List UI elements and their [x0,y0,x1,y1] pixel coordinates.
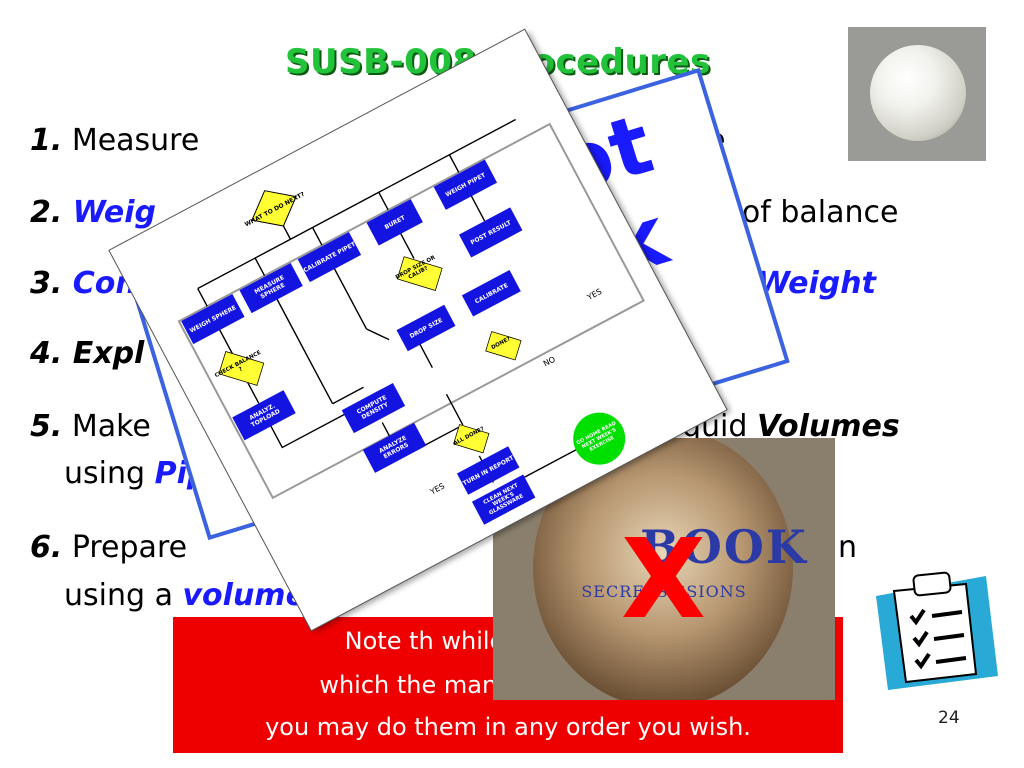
step-6: 6. Prepare n [30,530,857,565]
page-number: 24 [938,708,960,728]
step-6-continued: using a volume [64,578,306,613]
step-text: Measure [62,123,200,158]
step-number: 2. [30,195,63,230]
step-number: 1. [30,123,63,158]
step-5: 5. Make quid Volumes [30,409,900,444]
note-line: you may do them in any order you wish. [265,713,751,741]
step-number: 3. [30,266,63,301]
cookbook-title: BOOK [640,520,808,574]
step-number: 5. [30,409,63,444]
step-text: Make [62,409,151,444]
step-number: 4. [30,336,63,371]
flowchart: WHAT TO DO NEXT? [177,118,645,500]
note-line: Note th while t [344,627,522,655]
step-text: using a [64,578,183,613]
cross-mark-icon: X [621,515,706,643]
step-keyword: Weig [62,195,157,230]
step-3: 3. Con Weight [30,266,876,301]
step-keyword-tail: Weight [757,266,876,301]
step-4: 4. Expl [30,336,144,371]
clipboard-icon [866,566,1006,696]
step-text: Prepare [62,530,188,565]
sphere-photo [848,27,986,161]
step-text-tail: r of balance [720,195,899,230]
flow-node-group: WHAT TO DO NEXT? [244,190,306,228]
step-text: using [64,456,155,491]
step-keyword: Expl [62,336,145,371]
sphere-image [870,45,966,141]
cookbook-subtitle: SECRETS SSIONS [581,582,747,601]
step-1: 1. Measure ere [30,123,726,158]
step-2: 2. Weig r of balance [30,195,898,230]
step-number: 6. [30,530,63,565]
step-text-tail: n [838,530,858,565]
flow-lines [177,118,645,500]
step-keyword: volume [182,578,306,613]
flowchart-card: WHAT TO DO NEXT? WEIGH SPHERE MEASURE SP… [109,29,727,631]
